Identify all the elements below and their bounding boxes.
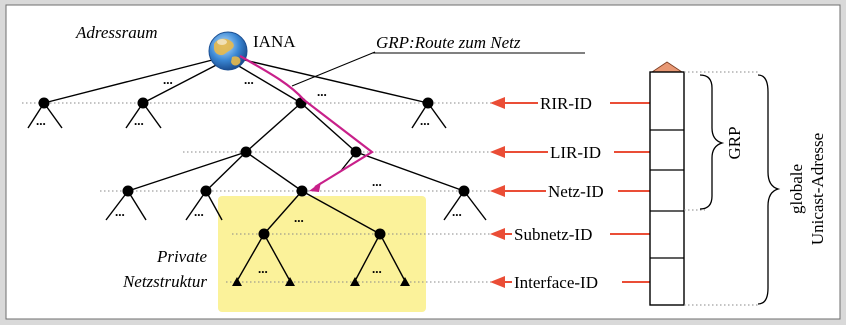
private-network-label-line2: Netzstruktur: [122, 272, 207, 291]
arrow-left-icon: [490, 276, 505, 288]
level-label: LIR-ID: [550, 143, 601, 162]
level-labels: RIR-ID LIR-ID Netz-ID Subnetz-ID: [490, 94, 670, 292]
arrow-left-icon: [490, 185, 505, 197]
globe-icon: [208, 31, 248, 71]
arrow-left-icon: [490, 97, 505, 109]
iana-label: IANA: [253, 32, 296, 51]
ellipsis: ...: [317, 84, 327, 99]
tree-node: [38, 97, 50, 109]
private-network-label-line1: Private: [156, 247, 207, 266]
ellipsis: ...: [420, 113, 430, 128]
arrow-left-icon: [490, 146, 505, 158]
ellipsis: ...: [134, 113, 144, 128]
leaf-triangle: [350, 277, 360, 286]
route-caption-pointer: [291, 51, 376, 87]
ellipsis-markers: ... ... ... ... ... ... ... ... ... ... …: [36, 72, 462, 276]
route-caption: GRP:Route zum Netz: [376, 33, 521, 52]
level-lir: LIR-ID: [490, 143, 670, 162]
tree-nodes: [38, 97, 470, 240]
tree-node: [350, 146, 362, 158]
ellipsis: ...: [294, 210, 304, 225]
ellipsis: ...: [36, 113, 46, 128]
leaf-triangle: [232, 277, 242, 286]
level-label: Interface-ID: [514, 273, 598, 292]
interface-leaves: [232, 277, 410, 286]
tree-node: [240, 146, 252, 158]
global-unicast-brace: [757, 74, 781, 305]
level-label: Subnetz-ID: [514, 225, 592, 244]
ellipsis: ...: [258, 261, 268, 276]
ellipsis: ...: [244, 72, 254, 87]
tree-node: [200, 185, 212, 197]
grp-label: GRP: [725, 126, 744, 159]
tree-node: [422, 97, 434, 109]
global-label-line2: Unicast-Adresse: [808, 133, 827, 245]
ellipsis: ...: [194, 204, 204, 219]
tree-node: [258, 228, 270, 240]
tree-node: [374, 228, 386, 240]
ellipsis: ...: [452, 204, 462, 219]
address-column: [649, 61, 685, 306]
ellipsis: ...: [115, 204, 125, 219]
leaf-triangle: [400, 277, 410, 286]
tree-node: [122, 185, 134, 197]
grp-route-line: [239, 55, 374, 188]
tree-edges: [27, 56, 487, 282]
ellipsis: ...: [163, 72, 173, 87]
bracket-guides: [684, 71, 760, 306]
grp-route-arrowhead: [309, 182, 321, 192]
private-network-area: [218, 196, 426, 312]
arrow-left-icon: [490, 228, 505, 240]
tree-node: [458, 185, 470, 197]
global-label-line1: globale: [787, 164, 806, 214]
column-body: [649, 71, 685, 306]
level-label: RIR-ID: [540, 94, 592, 113]
leaf-triangle: [285, 277, 295, 286]
address-space-label: Adressraum: [75, 23, 158, 42]
grp-brace: [699, 74, 725, 210]
tree-node: [296, 185, 308, 197]
tree-node: [295, 97, 307, 109]
level-label: Netz-ID: [548, 182, 604, 201]
ellipsis: ...: [372, 174, 382, 189]
tree-node: [137, 97, 149, 109]
ellipsis: ...: [372, 261, 382, 276]
